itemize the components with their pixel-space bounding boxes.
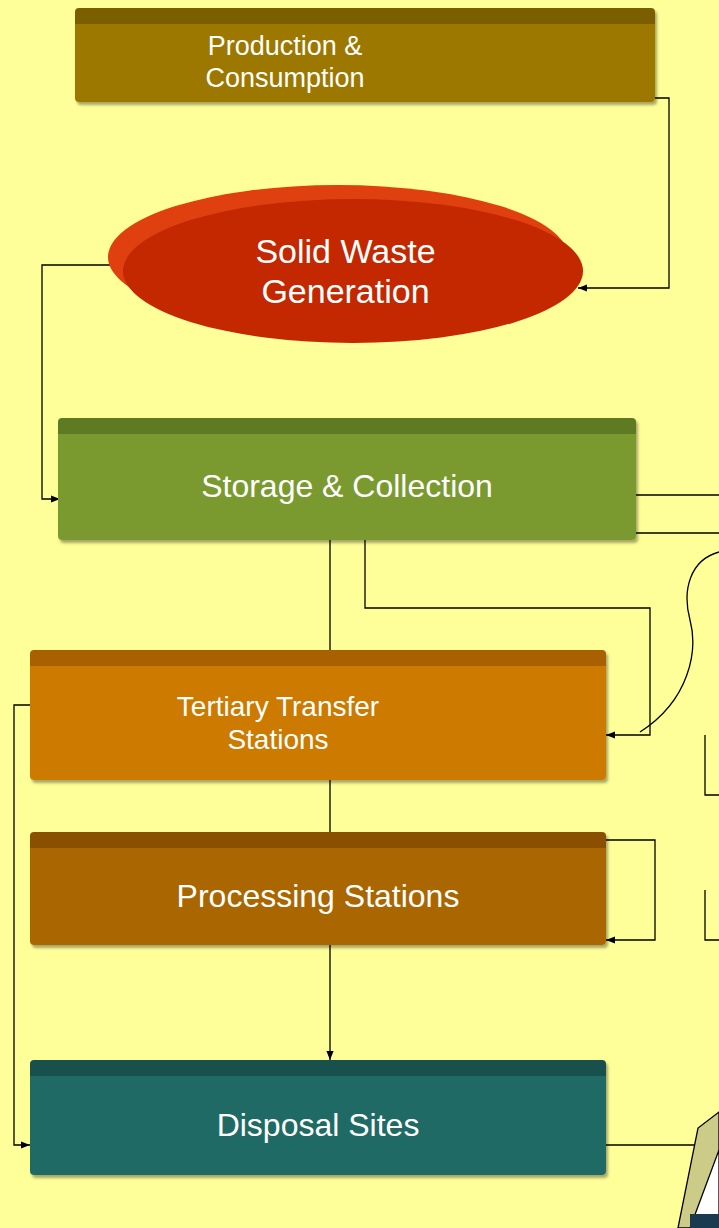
leader-line bbox=[636, 494, 719, 495]
process-box: Processing Stations bbox=[30, 832, 606, 945]
leader-line bbox=[640, 552, 719, 732]
node-label: Solid Waste Generation bbox=[231, 231, 461, 311]
flow-arrow bbox=[578, 98, 669, 288]
process-box: Tertiary Transfer Stations bbox=[30, 650, 606, 780]
node-label: Processing Stations bbox=[177, 878, 460, 916]
process-box: Storage & Collection bbox=[58, 418, 636, 540]
process-box: Production & Consumption bbox=[75, 8, 655, 102]
leader-line bbox=[705, 890, 719, 940]
ellipse-node: Solid Waste Generation bbox=[108, 185, 583, 345]
flow-arrow bbox=[329, 945, 330, 1060]
node-label: Disposal Sites bbox=[217, 1107, 420, 1145]
scroll-shape bbox=[690, 1150, 719, 1228]
node-label: Production & Consumption bbox=[180, 31, 390, 95]
scroll-shape bbox=[678, 1112, 719, 1228]
process-box: Disposal Sites bbox=[30, 1060, 606, 1175]
leader-line bbox=[705, 735, 719, 795]
node-label: Tertiary Transfer Stations bbox=[143, 690, 413, 756]
leader-line bbox=[330, 533, 719, 650]
scroll-shape bbox=[690, 1214, 719, 1228]
node-label: Storage & Collection bbox=[201, 468, 493, 506]
